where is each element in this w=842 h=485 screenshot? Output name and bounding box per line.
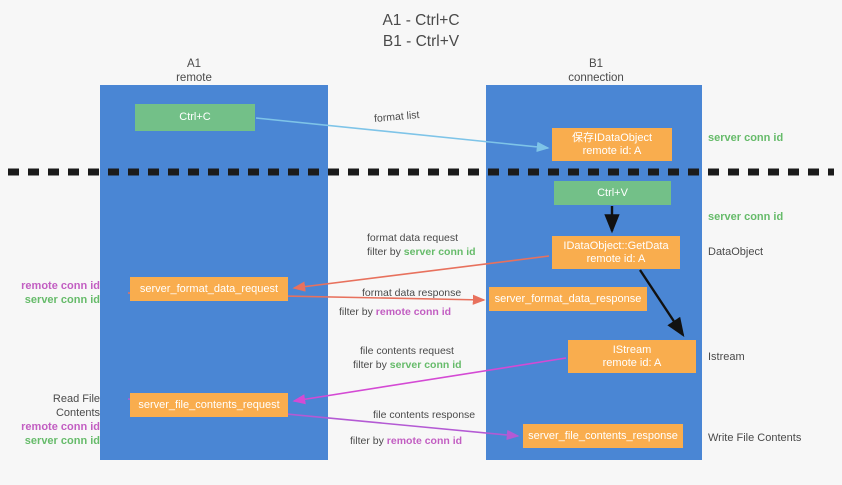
annotation-right-istream: Istream xyxy=(708,351,745,363)
annotation-server-conn-id: server conn id xyxy=(24,435,100,447)
lane-b1-name: B1 xyxy=(588,58,604,70)
title-line-1: A1 - Ctrl+C xyxy=(382,12,460,29)
box-istream[interactable]: IStream remote id: A xyxy=(568,340,696,373)
filter-value-remote-conn-id: remote conn id xyxy=(375,306,452,318)
box-ctrl-v-label: Ctrl+V xyxy=(597,186,628,199)
box-server-format-data-response[interactable]: server_format_data_response xyxy=(489,287,647,311)
filter-value-server-conn-id: server conn id xyxy=(403,246,476,258)
box-data-object-line1: 保存IDataObject xyxy=(571,131,653,144)
connector-filter-file-contents-response: filter by remote conn id xyxy=(350,434,462,448)
box-ctrl-v[interactable]: Ctrl+V xyxy=(554,181,671,205)
box-server-file-contents-response-label: server_file_contents_response xyxy=(528,429,678,442)
annotation-read-file-contents-heading: Read File Contents xyxy=(52,393,100,419)
annotation-left-conn-ids-upper: remote conn id server conn id xyxy=(8,279,100,307)
box-server-format-data-request[interactable]: server_format_data_request xyxy=(130,277,288,301)
connector-label-format-data-response: format data response xyxy=(362,287,462,299)
connector-label-format-data-request: format data request xyxy=(367,232,459,244)
box-server-file-contents-request[interactable]: server_file_contents_request xyxy=(130,393,288,417)
annotation-left-read-file-contents: Read File Contents remote conn id server… xyxy=(8,392,100,448)
box-data-object[interactable]: 保存IDataObject remote id: A xyxy=(552,128,672,161)
box-istream-line2: remote id: A xyxy=(602,356,662,369)
annotation-right-server-conn-id-2: server conn id xyxy=(708,211,784,223)
lane-b1-role: connection xyxy=(568,71,624,84)
lane-header-b1: B1 connection xyxy=(546,58,646,85)
lane-a1-role: remote xyxy=(176,71,212,84)
annotation-remote-conn-id: remote conn id xyxy=(21,421,100,433)
connector-label-format-list: format list xyxy=(373,109,420,125)
filter-prefix: filter by xyxy=(350,435,387,447)
connector-filter-format-data-request: filter by server conn id xyxy=(367,245,476,259)
annotation-server-conn-id: server conn id xyxy=(24,294,100,306)
box-data-object-line2: remote id: A xyxy=(582,144,642,157)
page-title: A1 - Ctrl+C B1 - Ctrl+V xyxy=(0,10,842,52)
connector-filter-file-contents-request: filter by server conn id xyxy=(353,358,462,372)
connector-label-file-contents-request: file contents request xyxy=(360,345,454,357)
box-server-format-data-request-label: server_format_data_request xyxy=(139,282,279,295)
filter-value-server-conn-id: server conn id xyxy=(389,359,462,371)
annotation-right-dataobject: DataObject xyxy=(708,246,764,258)
box-get-data-line2: remote id: A xyxy=(586,252,646,265)
box-ctrl-c[interactable]: Ctrl+C xyxy=(135,104,255,131)
annotation-right-server-conn-id-1: server conn id xyxy=(708,132,784,144)
title-line-2: B1 - Ctrl+V xyxy=(382,33,460,50)
lane-a1-name: A1 xyxy=(186,58,202,70)
filter-prefix: filter by xyxy=(339,306,376,318)
annotation-right-write-file-contents: Write File Contents xyxy=(708,432,802,444)
box-istream-line1: IStream xyxy=(612,343,652,356)
connector-filter-format-data-response: filter by remote conn id xyxy=(339,305,451,319)
lane-header-a1: A1 remote xyxy=(144,58,244,85)
connector-label-file-contents-response: file contents response xyxy=(373,409,476,421)
box-server-file-contents-request-label: server_file_contents_request xyxy=(138,398,280,411)
filter-prefix: filter by xyxy=(367,246,404,258)
filter-prefix: filter by xyxy=(353,359,390,371)
box-get-data-line1: IDataObject::GetData xyxy=(563,239,669,252)
box-ctrl-c-label: Ctrl+C xyxy=(179,111,211,123)
box-server-file-contents-response[interactable]: server_file_contents_response xyxy=(523,424,683,448)
filter-value-remote-conn-id: remote conn id xyxy=(386,435,463,447)
box-get-data[interactable]: IDataObject::GetData remote id: A xyxy=(552,236,680,269)
box-server-format-data-response-label: server_format_data_response xyxy=(494,292,642,305)
annotation-remote-conn-id: remote conn id xyxy=(21,280,100,292)
